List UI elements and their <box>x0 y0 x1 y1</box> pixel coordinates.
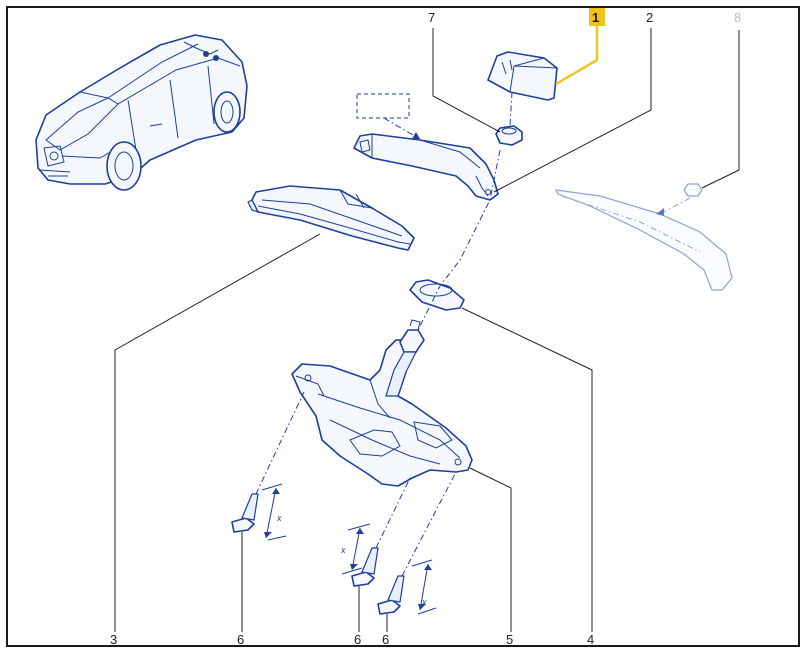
leader-5 <box>469 467 512 632</box>
part-nut <box>495 125 523 146</box>
leader-2 <box>493 28 652 193</box>
bolt-right <box>377 471 457 615</box>
callout-2[interactable]: 2 <box>646 10 653 25</box>
assembly-axis-line <box>417 149 501 331</box>
reference-dash-line <box>383 117 419 139</box>
cap-axis-line <box>509 91 513 127</box>
leader-7 <box>432 28 501 133</box>
leader-3 <box>114 233 321 632</box>
dimension-x-right: x <box>421 597 427 607</box>
callout-5[interactable]: 5 <box>506 632 513 647</box>
part-wiper-blade <box>247 185 415 251</box>
bolt-middle <box>341 477 411 587</box>
callout-6c[interactable]: 6 <box>382 632 389 647</box>
part-grommet <box>409 279 465 311</box>
callout-1-highlight <box>589 8 605 26</box>
part-arm-cap <box>487 51 558 101</box>
car-illustration <box>35 34 248 191</box>
part-wiper-motor <box>291 319 473 487</box>
leader-8 <box>701 30 740 189</box>
callout-8[interactable]: 8 <box>734 10 741 25</box>
reference-box <box>356 93 410 119</box>
callout-4[interactable]: 4 <box>587 632 594 647</box>
callout-3[interactable]: 3 <box>110 632 117 647</box>
callout-6b[interactable]: 6 <box>354 632 361 647</box>
callout-1[interactable]: 1 <box>592 10 599 25</box>
dimension-x-middle: x <box>340 545 346 555</box>
dimension-x-left: x <box>276 513 282 523</box>
part-trim-faded <box>554 183 733 291</box>
callout-7[interactable]: 7 <box>428 10 435 25</box>
callout-6a[interactable]: 6 <box>237 632 244 647</box>
leader-4 <box>461 307 593 632</box>
part-wiper-arm <box>353 133 499 201</box>
leader-1 <box>555 24 599 86</box>
bolt-left <box>231 391 305 541</box>
